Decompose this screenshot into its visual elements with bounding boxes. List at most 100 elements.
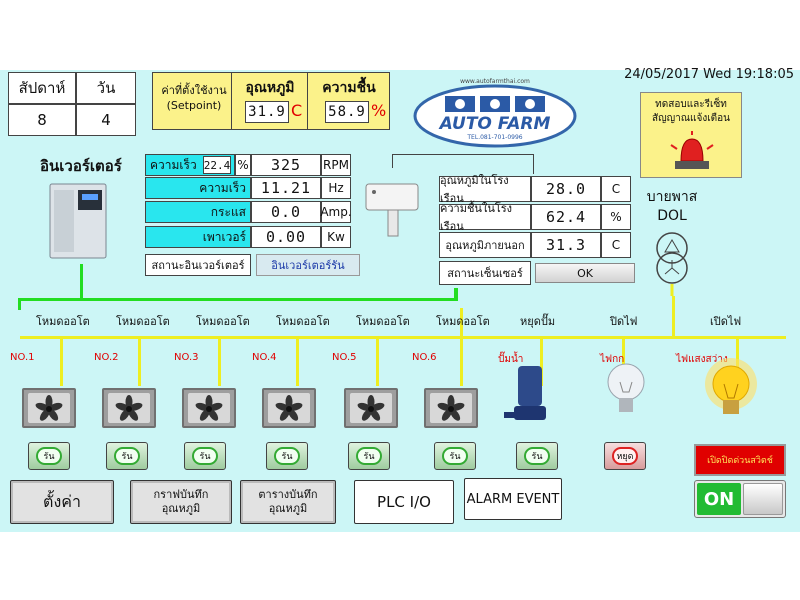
device-number-label: ไฟกก <box>600 354 625 365</box>
setpoint-humid-value[interactable]: 58.9 <box>325 101 369 123</box>
alarm-beacon-icon <box>670 131 714 169</box>
speed-pct-unit: % <box>235 154 251 176</box>
plc-io-button[interactable]: PLC I/O <box>354 480 454 524</box>
speed-unit: Hz <box>321 177 351 199</box>
device-power-button[interactable]: รัน <box>28 442 70 470</box>
emergency-switch-label: เปิดปิดด่วนสวิตช์ <box>707 456 773 466</box>
power-icon-label: รัน <box>531 452 543 462</box>
water-pump-icon <box>504 366 546 420</box>
temp-table-label-line2: อุณหภูมิ <box>268 502 308 515</box>
light-bulb-on-icon <box>705 358 757 414</box>
device-number-label: NO.5 <box>332 352 357 363</box>
power-icon-label: รัน <box>363 452 375 462</box>
day-label: วัน <box>76 72 136 104</box>
autofarm-logo: www.autofarmthai.com AUTO FARM TEL.081-7… <box>410 78 580 148</box>
setpoint-label-line1: ค่าที่ตั้งใช้งาน <box>161 84 227 97</box>
outside-temp-label: อุณหภูมิภายนอก <box>439 232 531 258</box>
inside-temp-value: 28.0 <box>531 176 601 202</box>
alarm-test-label-line1: ทดสอบและรีเซ็ท <box>655 99 727 110</box>
week-value: 8 <box>8 104 76 136</box>
inverter-title: อินเวอร์เตอร์ <box>40 157 122 175</box>
alarm-event-button[interactable]: ALARM EVENT <box>464 478 562 520</box>
device-power-button[interactable]: หยุด <box>604 442 646 470</box>
power-icon-label: รัน <box>43 452 55 462</box>
device-power-button[interactable]: รัน <box>348 442 390 470</box>
device-mode-label[interactable]: หยุดปั๊ม <box>520 315 556 328</box>
inside-humid-value: 62.4 <box>531 204 601 230</box>
power-unit: Kw <box>321 226 351 248</box>
speed-pct-value[interactable]: 22.4 <box>202 156 232 174</box>
sensor-status-value: OK <box>535 263 635 283</box>
device-power-button[interactable]: รัน <box>266 442 308 470</box>
inside-humid-unit: % <box>601 204 631 230</box>
logo-brand: AUTO FARM <box>439 114 551 134</box>
device-power-button[interactable]: รัน <box>434 442 476 470</box>
datetime-display: 24/05/2017 Wed 19:18:05 <box>624 67 794 82</box>
device-power-button[interactable]: รัน <box>516 442 558 470</box>
device-number-label: NO.2 <box>94 352 119 363</box>
bypass-label: บายพาส <box>646 189 698 205</box>
toggle-on-label: ON <box>697 483 741 515</box>
week-label: สัปดาห์ <box>8 72 76 104</box>
device-mode-label[interactable]: โหมดออโต <box>36 315 90 328</box>
device-mode-label[interactable]: ปิดไฟ <box>610 315 638 328</box>
temp-graph-button[interactable]: กราฟบันทึก อุณหภูมิ <box>130 480 232 524</box>
device-number-label: NO.3 <box>174 352 199 363</box>
settings-button[interactable]: ตั้งค่า <box>10 480 114 524</box>
power-icon-label: รัน <box>281 452 293 462</box>
device-number-label: NO.1 <box>10 352 35 363</box>
speed-pct-label: ความเร็ว <box>150 157 197 172</box>
day-value: 4 <box>76 104 136 136</box>
power-value: 0.00 <box>251 226 321 248</box>
outside-temp-unit: C <box>601 232 631 258</box>
toggle-knob <box>743 483 783 515</box>
temp-graph-label-line1: กราฟบันทึก <box>153 488 209 501</box>
device-mode-label[interactable]: โหมดออโต <box>436 315 490 328</box>
logo-tel: TEL.081-701-0996 <box>467 134 523 141</box>
rpm-value: 325 <box>251 154 321 176</box>
exhaust-fan-icon <box>182 388 236 428</box>
device-number-label: ปั๊มน้ำ <box>498 354 524 365</box>
setpoint-temp-value[interactable]: 31.9 <box>245 101 289 123</box>
speed-pct-row: ความเร็ว 22.4 <box>145 154 235 176</box>
speed-label: ความเร็ว <box>145 177 251 199</box>
device-mode-label[interactable]: โหมดออโต <box>276 315 330 328</box>
setpoint-temp-label: อุณหภูมิ <box>245 80 295 96</box>
current-value: 0.0 <box>251 201 321 223</box>
exhaust-fan-icon <box>344 388 398 428</box>
current-unit: Amp. <box>320 201 352 223</box>
device-mode-label[interactable]: เปิดไฟ <box>710 315 742 328</box>
device-mode-label[interactable]: โหมดออโต <box>116 315 170 328</box>
exhaust-fan-icon <box>22 388 76 428</box>
alarm-test-label-line2: สัญญาณแจ้งเตือน <box>652 113 730 124</box>
setpoint-humid-unit: % <box>371 101 387 120</box>
light-bulb-off-icon <box>607 363 645 412</box>
power-label: เพาเวอร์ <box>145 226 251 248</box>
setpoint-humid-label: ความชื้น <box>322 80 376 96</box>
alarm-test-button[interactable]: ทดสอบและรีเซ็ท สัญญาณแจ้งเตือน <box>640 92 742 178</box>
device-number-label: ไฟแสงสว่าง <box>676 354 728 365</box>
emergency-switch-button[interactable]: เปิดปิดด่วนสวิตช์ <box>694 444 786 476</box>
hmi-screen: สัปดาห์ วัน 8 4 ค่าที่ตั้งใช้งาน (Setpoi… <box>0 67 800 532</box>
transformer-icon <box>656 232 688 296</box>
temp-table-label-line1: ตารางบันทึก <box>258 488 318 501</box>
current-label: กระแส <box>145 201 251 223</box>
temp-table-button[interactable]: ตารางบันทึก อุณหภูมิ <box>240 480 336 524</box>
exhaust-fan-icon <box>424 388 478 428</box>
inside-temp-label: อุณหภูมิในโรงเรือน <box>439 174 531 205</box>
rpm-unit: RPM <box>321 154 351 176</box>
device-number-label: NO.6 <box>412 352 437 363</box>
inverter-device-icon <box>49 183 107 259</box>
bypass-sublabel: DOL <box>657 208 687 224</box>
exhaust-fan-icon <box>262 388 316 428</box>
speed-value: 11.21 <box>251 177 321 199</box>
setpoint-panel: ค่าที่ตั้งใช้งาน (Setpoint) อุณหภูมิ ควา… <box>152 72 390 130</box>
power-icon-label: รัน <box>121 452 133 462</box>
device-mode-label[interactable]: โหมดออโต <box>356 315 410 328</box>
outside-temp-value: 31.3 <box>531 232 601 258</box>
device-power-button[interactable]: รัน <box>106 442 148 470</box>
device-mode-label[interactable]: โหมดออโต <box>196 315 250 328</box>
power-toggle[interactable]: ON <box>694 480 786 518</box>
inside-temp-unit: C <box>601 176 631 202</box>
device-power-button[interactable]: รัน <box>184 442 226 470</box>
